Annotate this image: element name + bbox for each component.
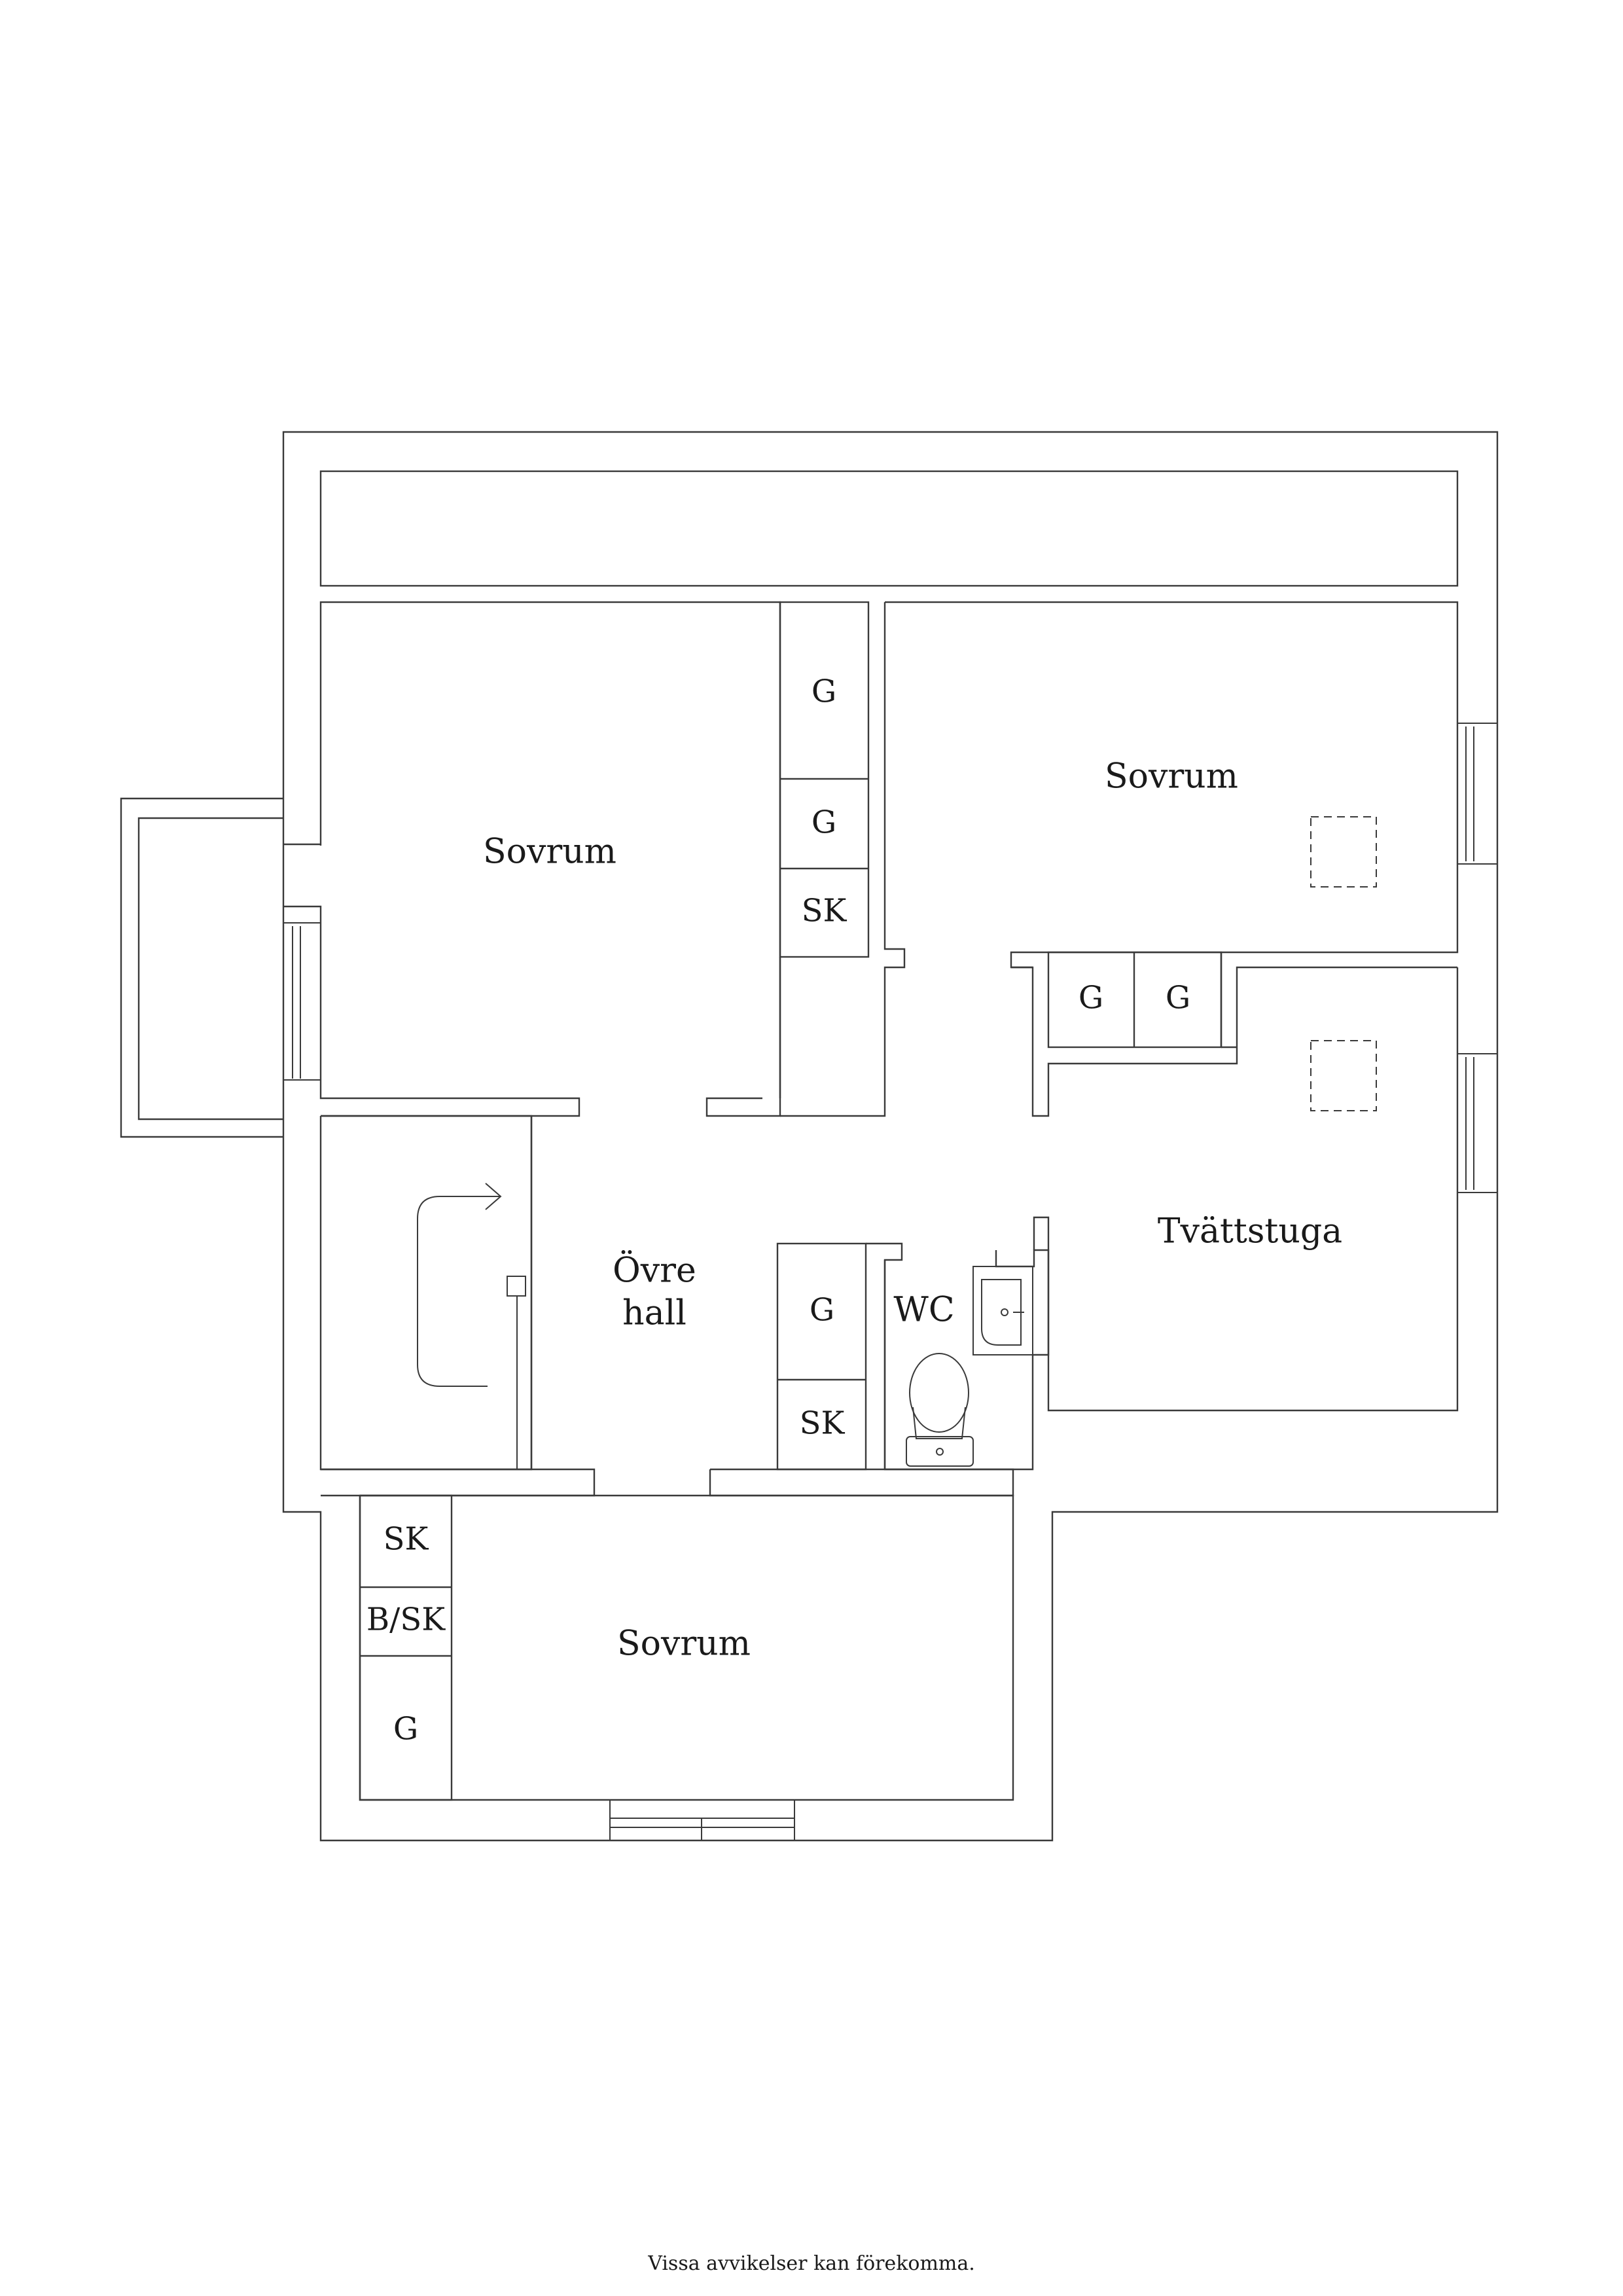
laundry-walls [1033,967,1498,1412]
room-label: Sovrum [1105,757,1238,797]
stair-arrow [417,1183,502,1387]
toilet-bowl [909,1353,969,1433]
south-closets [359,1494,453,1801]
room-label: hall [622,1294,687,1333]
room-label: Sovrum [483,833,616,872]
wardrobe-label: G [1079,980,1103,1016]
corridor-wall [780,602,906,1117]
balcony [120,797,283,1138]
wardrobe-label: G [812,804,836,841]
sink-basin [981,1279,1022,1346]
toilet-tank [906,1436,974,1467]
disclaimer-note: Vissa avvikelser kan förekomma. [647,2252,975,2275]
roof-hatch [1310,816,1377,888]
room-label: Sovrum [617,1624,751,1664]
sink [972,1266,1033,1355]
wardrobe-label: G [393,1711,418,1748]
closet-label: B/SK [366,1602,446,1638]
room-label: Övre [613,1251,696,1291]
wc-walls [883,1249,1050,1471]
wardrobe-label: G [810,1292,834,1329]
room-label: Tvättstuga [1158,1212,1342,1251]
wardrobe-label: G [1166,980,1190,1016]
staircase [319,1115,533,1471]
nw-wardrobe-column [779,601,870,1098]
hall-walls [321,1468,1014,1497]
bedroom-s-walls [359,1494,1014,1841]
mid-wardrobes [1011,951,1457,1117]
closet-label: SK [800,1405,846,1442]
outer-wall [282,431,1499,1842]
roof-strip [319,470,1459,587]
closet-label: SK [802,893,847,929]
wardrobe-label: G [812,673,836,710]
roof-hatch [1310,1040,1377,1111]
room-label: WC [893,1291,954,1330]
closet-label: SK [383,1521,429,1558]
